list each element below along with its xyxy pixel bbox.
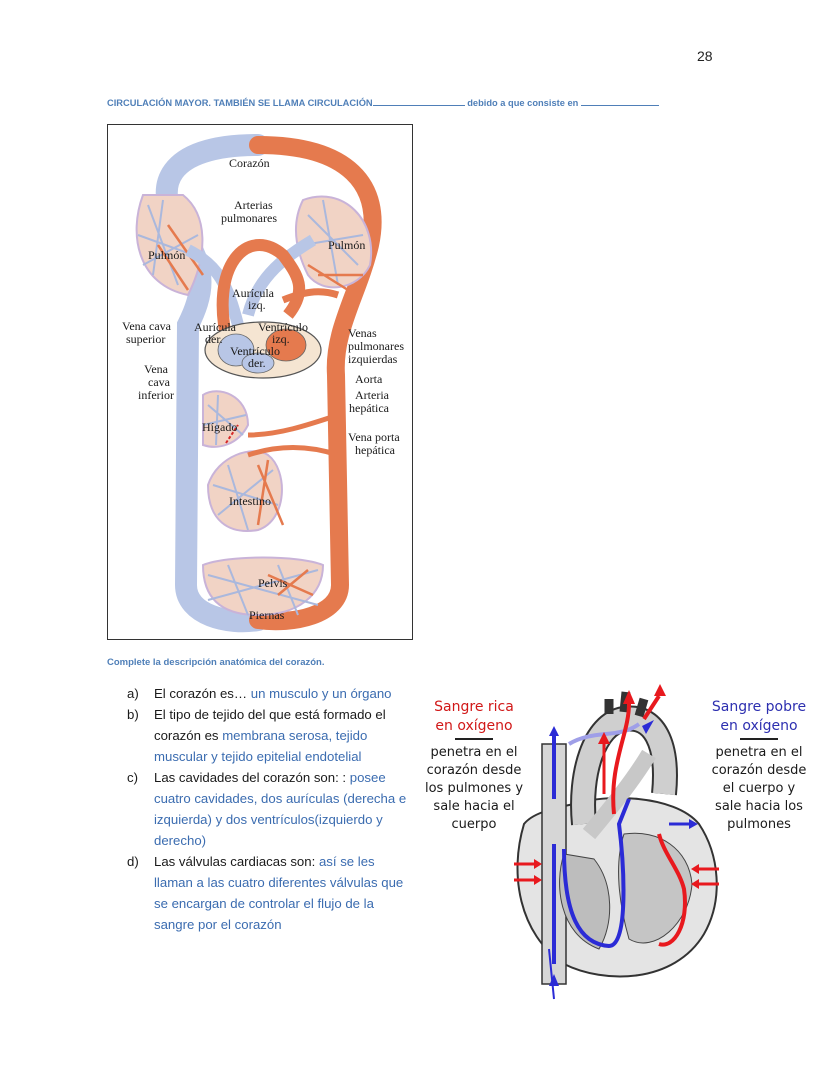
circulation-illustration: Corazón Arterias pulmonares Pulmón Pulmó… bbox=[122, 134, 404, 633]
label-corazon: Corazón bbox=[229, 156, 270, 170]
label-pulmon-left: Pulmón bbox=[148, 248, 185, 262]
blank-field-1[interactable] bbox=[372, 97, 465, 106]
item-marker: a) bbox=[127, 686, 139, 701]
item-answer: membrana serosa, tejido muscular y tejid… bbox=[154, 728, 368, 764]
oxygen-rich-path bbox=[611, 694, 687, 947]
caption-divider bbox=[455, 738, 493, 740]
label-arterias-2: pulmonares bbox=[221, 211, 277, 225]
label-intestino: Intestino bbox=[229, 494, 271, 508]
caption-line: sale hacia los bbox=[715, 799, 803, 814]
item-answer: así se les llaman a las cuatro diferente… bbox=[154, 854, 404, 932]
item-prompt: El tipo de tejido del que está formado e… bbox=[154, 707, 386, 743]
label-venas-pulm-1: Venas bbox=[348, 326, 377, 340]
label-arterias-1: Arterias bbox=[234, 198, 273, 212]
label-vena-porta-2: hepática bbox=[355, 443, 396, 457]
item-prompt: Las válvulas cardiacas son: bbox=[154, 854, 319, 869]
label-vena-cava-sup-1: Vena cava bbox=[122, 319, 172, 333]
label-arteria-hep-2: hepática bbox=[349, 401, 390, 415]
heart-figure: Sangre rica en oxígeno penetra en el cor… bbox=[414, 684, 820, 1000]
page-number: 28 bbox=[697, 48, 713, 64]
label-auricula-izq-2: izq. bbox=[248, 298, 266, 312]
caption-line: pulmones bbox=[727, 817, 791, 832]
heart-illustration bbox=[514, 684, 719, 1000]
caption-line: penetra en el bbox=[715, 745, 803, 760]
caption-line: los pulmones y bbox=[424, 781, 524, 796]
oxygen-rich-heading-2: en oxígeno bbox=[435, 718, 513, 734]
oxygen-poor-heading-1: Sangre pobre bbox=[711, 699, 807, 715]
list-item: a) El corazón es… un musculo y un órgano bbox=[127, 683, 412, 704]
label-ventriculo-izq-1: Ventrículo bbox=[258, 320, 308, 334]
item-prompt: Las cavidades del corazón son: : bbox=[154, 770, 350, 785]
caption-line: corazón desde bbox=[711, 763, 807, 778]
label-pulmon-right: Pulmón bbox=[328, 238, 365, 252]
title-part-2: debido a que consiste en bbox=[464, 98, 581, 108]
label-auricula-der-1: Aurícula bbox=[194, 320, 237, 334]
label-venas-pulm-3: izquierdas bbox=[348, 352, 398, 366]
oxygen-poor-heading-2: en oxígeno bbox=[720, 718, 798, 734]
oxygen-poor-caption: Sangre pobre en oxígeno penetra en el co… bbox=[700, 698, 818, 834]
caption-divider bbox=[740, 738, 778, 740]
item-marker: b) bbox=[127, 707, 139, 722]
label-vena-cava-inf-2: cava bbox=[148, 375, 171, 389]
left-lung-capillaries bbox=[135, 194, 204, 297]
systemic-vein-loop bbox=[155, 134, 269, 633]
caption-line: cuerpo bbox=[451, 817, 497, 832]
circulation-diagram: Corazón Arterias pulmonares Pulmón Pulmó… bbox=[107, 124, 413, 640]
item-prompt: El corazón es… bbox=[154, 686, 251, 701]
label-vena-cava-sup-2: superior bbox=[126, 332, 165, 346]
label-pelvis: Pelvis bbox=[258, 576, 288, 590]
label-piernas: Piernas bbox=[249, 608, 285, 622]
label-ventriculo-der-2: der. bbox=[248, 356, 266, 370]
intestine-capillaries bbox=[206, 450, 283, 532]
label-arteria-hep-1: Arteria bbox=[355, 388, 390, 402]
label-auricula-der-2: der. bbox=[205, 332, 223, 346]
label-higado: Hígado bbox=[202, 420, 237, 434]
caption-line: penetra en el bbox=[430, 745, 518, 760]
blank-field-2[interactable] bbox=[580, 97, 659, 106]
label-vena-cava-inf-3: inferior bbox=[138, 388, 174, 402]
item-marker: c) bbox=[127, 770, 138, 785]
item-answer: posee cuatro cavidades, dos aurículas (d… bbox=[154, 770, 407, 848]
label-ventriculo-der-1: Ventrículo bbox=[230, 344, 280, 358]
oxygen-rich-caption: Sangre rica en oxígeno penetra en el cor… bbox=[414, 698, 534, 834]
label-vena-cava-inf-1: Vena bbox=[144, 362, 169, 376]
item-answer: un musculo y un órgano bbox=[250, 686, 392, 701]
list-item: b) El tipo de tejido del que está formad… bbox=[127, 704, 412, 767]
section-title: CIRCULACIÓN MAYOR. TAMBIÉN SE LLAMA CIRC… bbox=[107, 97, 727, 108]
label-auricula-izq-1: Aurícula bbox=[232, 286, 275, 300]
list-item: d) Las válvulas cardiacas son: así se le… bbox=[127, 851, 412, 935]
oxygen-rich-heading-1: Sangre rica bbox=[434, 699, 514, 715]
list-item: c) Las cavidades del corazón son: : pose… bbox=[127, 767, 412, 851]
systemic-artery-loop bbox=[249, 136, 382, 631]
caption-line: el cuerpo y bbox=[722, 781, 796, 796]
title-part-1: CIRCULACIÓN MAYOR. TAMBIÉN SE LLAMA CIRC… bbox=[107, 98, 373, 108]
oxygen-poor-path bbox=[552, 734, 631, 964]
answer-list: a) El corazón es… un musculo y un órgano… bbox=[127, 683, 412, 935]
label-venas-pulm-2: pulmonares bbox=[348, 339, 404, 353]
subheading: Complete la descripción anatómica del co… bbox=[107, 657, 325, 668]
label-aorta: Aorta bbox=[355, 372, 383, 386]
caption-line: sale hacia el bbox=[433, 799, 515, 814]
label-ventriculo-izq-2: izq. bbox=[272, 332, 290, 346]
label-vena-porta-1: Vena porta bbox=[348, 430, 400, 444]
caption-line: corazón desde bbox=[426, 763, 522, 778]
item-marker: d) bbox=[127, 854, 139, 869]
